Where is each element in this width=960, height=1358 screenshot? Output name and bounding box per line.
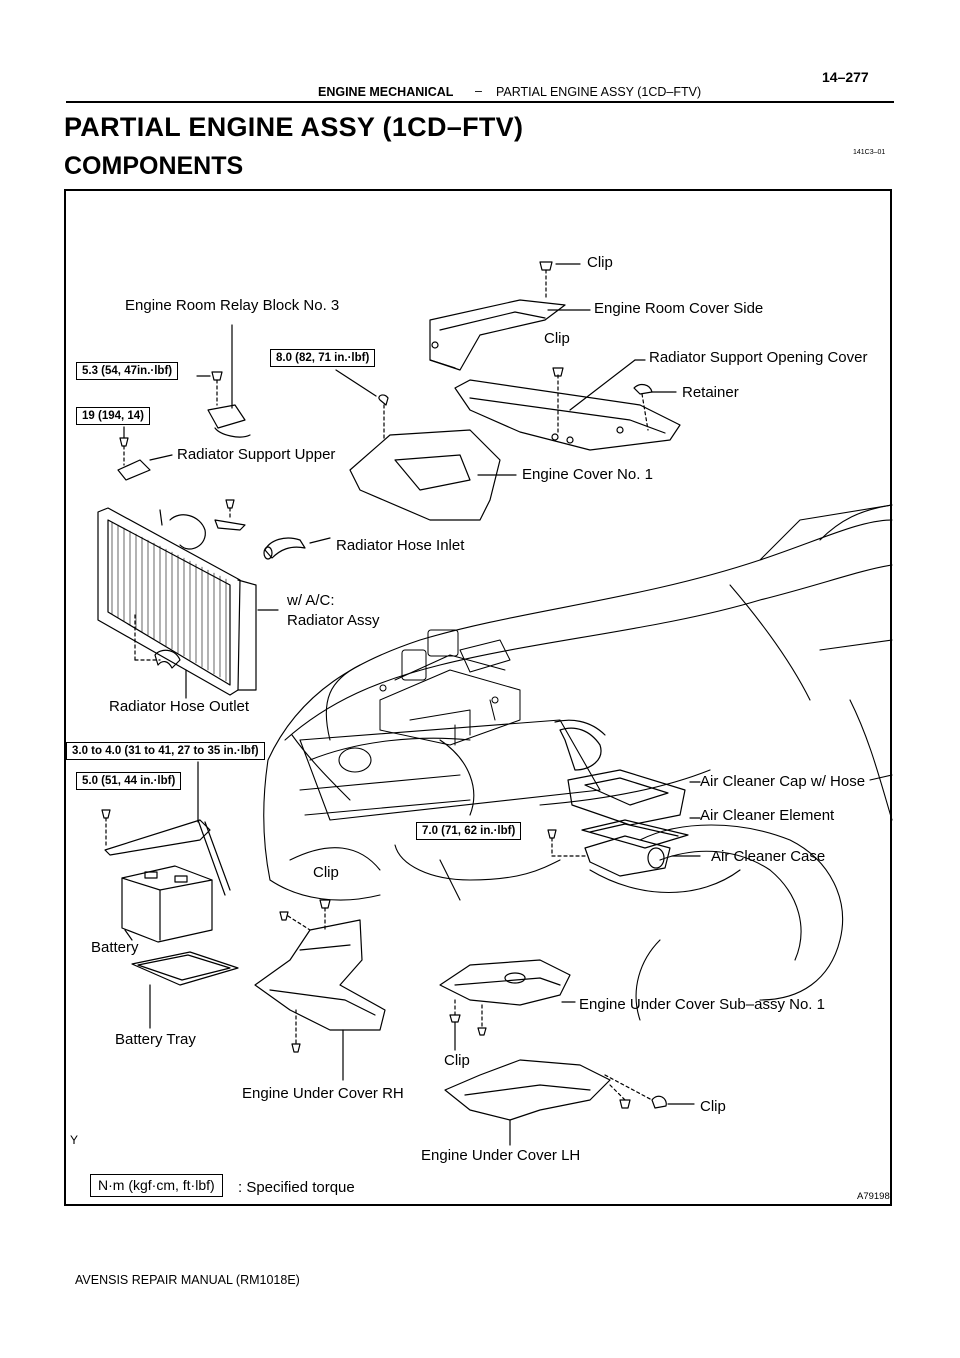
label-radiator-support-opening-cover: Radiator Support Opening Cover bbox=[649, 349, 868, 366]
footer-manual-title: AVENSIS REPAIR MANUAL (RM1018E) bbox=[75, 1273, 300, 1287]
clip-mid-part bbox=[552, 367, 564, 377]
radiator-assy bbox=[97, 499, 279, 696]
figure-code: 141C3–01 bbox=[853, 149, 886, 156]
torque-box-battery-clamp: 5.0 (51, 44 in.·lbf) bbox=[76, 772, 182, 790]
label-wac: w/ A/C: bbox=[287, 592, 335, 609]
label-clip-mid: Clip bbox=[544, 330, 570, 347]
legend-unit-box: N·m (kgf·cm, ft·lbf) bbox=[90, 1174, 223, 1197]
page-number: 14–277 bbox=[822, 69, 869, 85]
relay-block bbox=[196, 324, 251, 438]
diagram-frame bbox=[64, 189, 892, 1206]
air-cleaner-element-part bbox=[581, 817, 701, 849]
engine-bay bbox=[379, 629, 521, 746]
engine-under-cover-lh-part bbox=[444, 1059, 695, 1146]
label-clip-bottom-right: Clip bbox=[700, 1098, 726, 1115]
engine-cover-no1 bbox=[335, 369, 517, 521]
label-air-cleaner-cap: Air Cleaner Cap w/ Hose bbox=[700, 773, 866, 790]
battery-tray-part bbox=[131, 951, 239, 1029]
page-subtitle: COMPONENTS bbox=[64, 152, 244, 180]
clip-top-part bbox=[539, 261, 591, 311]
radiator-hose-outlet-part bbox=[154, 649, 187, 699]
torque-box-engine-cover: 8.0 (82, 71 in.·lbf) bbox=[270, 349, 376, 367]
header-subsection: PARTIAL ENGINE ASSY (1CD–FTV) bbox=[496, 85, 702, 99]
torque-box-support-upper: 19 (194, 14) bbox=[76, 407, 151, 425]
legend-text: : Specified torque bbox=[238, 1179, 355, 1196]
label-air-cleaner-case: Air Cleaner Case bbox=[711, 848, 826, 865]
label-radiator-hose-inlet: Radiator Hose Inlet bbox=[336, 537, 465, 554]
header-separator: – bbox=[475, 84, 482, 98]
label-engine-under-cover-lh: Engine Under Cover LH bbox=[421, 1147, 581, 1164]
retainer-part bbox=[633, 383, 677, 431]
engine-under-cover-sub-assy-part bbox=[439, 959, 576, 1051]
corner-mark: Y bbox=[70, 1133, 79, 1147]
header-rule bbox=[66, 101, 894, 103]
label-engine-under-cover-rh: Engine Under Cover RH bbox=[242, 1085, 404, 1102]
label-clip-top: Clip bbox=[587, 254, 613, 271]
page-title: PARTIAL ENGINE ASSY (1CD–FTV) bbox=[64, 112, 524, 142]
battery-part bbox=[121, 865, 213, 943]
header-section: ENGINE MECHANICAL bbox=[318, 85, 454, 99]
radiator-support-opening-cover bbox=[454, 359, 681, 451]
torque-box-battery-hold-down: 3.0 to 4.0 (31 to 41, 27 to 35 in.·lbf) bbox=[66, 742, 265, 760]
engine-room-cover-side bbox=[429, 299, 566, 371]
label-engine-room-relay-block: Engine Room Relay Block No. 3 bbox=[125, 297, 340, 314]
air-cleaner-case-part bbox=[547, 829, 701, 877]
torque-box-relay-block: 5.3 (54, 47in.·lbf) bbox=[76, 362, 179, 380]
radiator-hose-inlet-part bbox=[263, 537, 331, 560]
label-battery-tray: Battery Tray bbox=[115, 1031, 196, 1048]
air-cleaner-cap-part bbox=[554, 719, 701, 826]
engine-under-cover-rh-part bbox=[254, 899, 386, 1081]
torque-box-air-cleaner: 7.0 (71, 62 in.·lbf) bbox=[416, 822, 522, 840]
vehicle-outline bbox=[263, 504, 893, 1021]
battery-hold-down bbox=[101, 761, 231, 896]
label-battery: Battery bbox=[91, 939, 139, 956]
label-radiator-hose-outlet: Radiator Hose Outlet bbox=[109, 698, 250, 715]
label-clip-lower: Clip bbox=[313, 864, 339, 881]
label-radiator-support-upper: Radiator Support Upper bbox=[177, 446, 336, 463]
label-engine-room-cover-side: Engine Room Cover Side bbox=[594, 300, 764, 317]
label-radiator-assy: Radiator Assy bbox=[287, 612, 380, 629]
label-air-cleaner-element: Air Cleaner Element bbox=[700, 807, 835, 824]
label-engine-cover-no1: Engine Cover No. 1 bbox=[522, 466, 653, 483]
radiator-support-upper bbox=[117, 426, 173, 481]
label-retainer: Retainer bbox=[682, 384, 739, 401]
figure-id: A79198 bbox=[857, 1191, 890, 1202]
label-clip-bottom-mid: Clip bbox=[444, 1052, 470, 1069]
label-engine-under-cover-sub-assy: Engine Under Cover Sub–assy No. 1 bbox=[579, 996, 825, 1013]
